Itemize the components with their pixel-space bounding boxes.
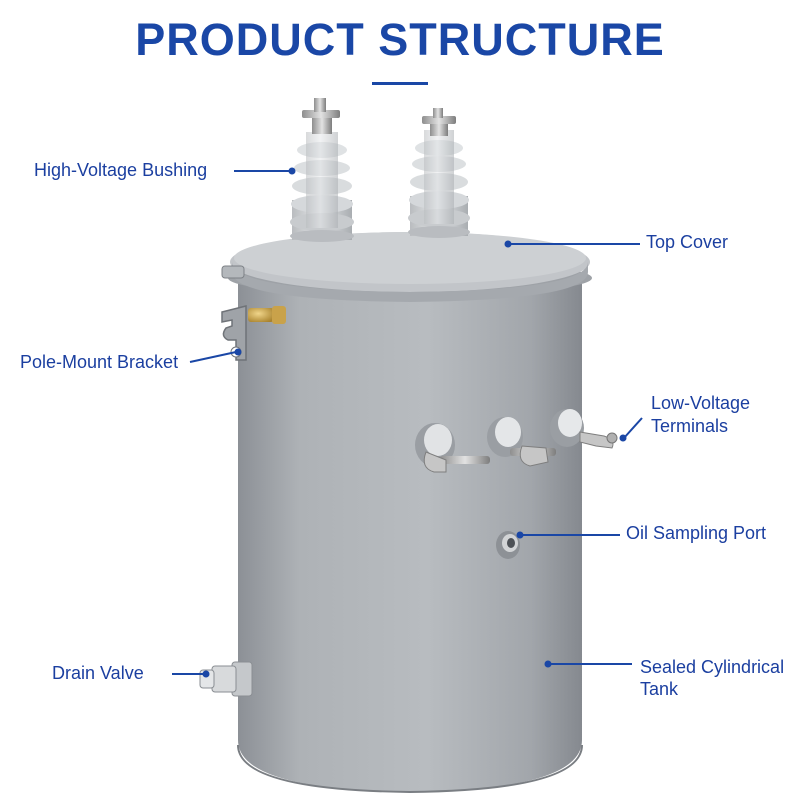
- label-low-voltage-terminals-line2: Terminals: [651, 416, 729, 436]
- oil-sampling-port: [496, 531, 520, 559]
- sealed-cylindrical-tank: [237, 275, 583, 794]
- title-underline: [372, 82, 428, 85]
- high-voltage-bushing-left: [290, 98, 354, 242]
- drain-valve: [199, 661, 253, 697]
- label-high-voltage-bushing: High-Voltage Bushing: [34, 160, 208, 180]
- label-top-cover: Top Cover: [646, 232, 729, 252]
- pole-mount-bracket: [221, 265, 286, 361]
- low-voltage-terminals: [415, 409, 618, 473]
- high-voltage-bushing-right: [408, 108, 470, 238]
- label-drain-valve: Drain Valve: [52, 663, 144, 683]
- label-low-voltage-terminals-line1: Low-Voltage: [651, 393, 751, 413]
- callout-leaders: [172, 167, 643, 678]
- page-title: PRODUCT STRUCTURE: [135, 14, 665, 65]
- label-sealed-cylindrical-tank-line1: Sealed Cylindrical: [640, 657, 785, 677]
- label-sealed-cylindrical-tank-line2: Tank: [640, 679, 679, 699]
- top-cover: [228, 232, 592, 302]
- label-oil-sampling-port: Oil Sampling Port: [626, 523, 767, 543]
- label-pole-mount-bracket: Pole-Mount Bracket: [20, 352, 179, 372]
